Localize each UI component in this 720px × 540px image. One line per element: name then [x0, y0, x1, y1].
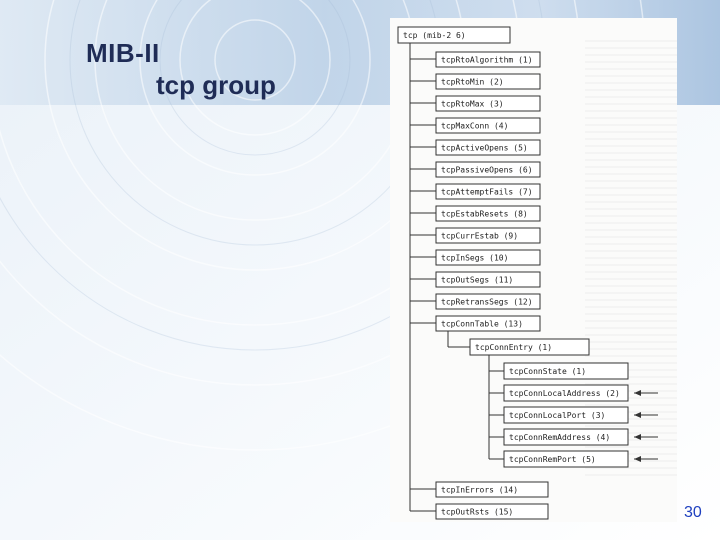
- tree-node-9-box: [435, 227, 541, 244]
- tree-node-13-box: [435, 315, 541, 332]
- tree-column-4-box: [503, 428, 629, 446]
- tree-node-5-box: [435, 139, 541, 156]
- tree-node-1-box: [435, 51, 541, 68]
- tree-node-15-box: [435, 503, 549, 520]
- tree-node-11-label: tcpOutSegs (11): [441, 276, 513, 285]
- index-arrow-head: [634, 434, 641, 440]
- tree-node-8-label: tcpEstabResets (8): [441, 210, 528, 219]
- tree-table-entry-box: [469, 338, 590, 356]
- tree-node-2-box: [435, 73, 541, 90]
- tree-node-9-label: tcpCurrEstab (9): [441, 232, 518, 241]
- tree-column-4-label: tcpConnRemAddress (4): [509, 433, 610, 442]
- tree-node-10-label: tcpInSegs (10): [441, 254, 508, 263]
- tree-node-15-label: tcpOutRsts (15): [441, 508, 513, 517]
- tree-node-2-label: tcpRtoMin (2): [441, 78, 504, 87]
- tree-node-3-box: [435, 95, 541, 112]
- tree-column-2-label: tcpConnLocalAddress (2): [509, 389, 620, 398]
- tree-node-7-label: tcpAttemptFails (7): [441, 188, 533, 197]
- tree-column-3-box: [503, 406, 629, 424]
- index-arrow-head: [634, 456, 641, 462]
- tree-table-entry-label: tcpConnEntry (1): [475, 343, 552, 352]
- tree-node-11-box: [435, 271, 541, 288]
- tree-column-2-box: [503, 384, 629, 402]
- tree-root-label: tcp (mib-2 6): [403, 31, 466, 40]
- index-arrow-head: [634, 390, 641, 396]
- tree-node-12-box: [435, 293, 541, 310]
- tree-node-4-label: tcpMaxConn (4): [441, 122, 508, 131]
- tree-node-14-label: tcpInErrors (14): [441, 486, 518, 495]
- slide-title-line1: MIB-II: [86, 38, 160, 68]
- page-number: 30: [684, 504, 702, 521]
- tree-root-box: [397, 26, 511, 44]
- tree-column-5-box: [503, 450, 629, 468]
- tree-node-6-box: [435, 161, 541, 178]
- tree-node-8-box: [435, 205, 541, 222]
- tree-node-4-box: [435, 117, 541, 134]
- tree-column-1-box: [503, 362, 629, 380]
- slide-title-line2: tcp group: [156, 70, 276, 100]
- tree-node-13-label: tcpConnTable (13): [441, 320, 523, 329]
- tree-column-3-label: tcpConnLocalPort (3): [509, 411, 605, 420]
- tree-node-10-box: [435, 249, 541, 266]
- tree-column-5-label: tcpConnRemPort (5): [509, 455, 596, 464]
- tree-column-1-label: tcpConnState (1): [509, 367, 586, 376]
- tree-node-3-label: tcpRtoMax (3): [441, 100, 504, 109]
- tree-node-1-label: tcpRtoAlgorithm (1): [441, 56, 533, 65]
- tree-node-5-label: tcpActiveOpens (5): [441, 144, 528, 153]
- tree-node-7-box: [435, 183, 541, 200]
- index-arrow-head: [634, 412, 641, 418]
- tree-node-6-label: tcpPassiveOpens (6): [441, 166, 533, 175]
- tree-node-12-label: tcpRetransSegs (12): [441, 298, 533, 307]
- tree-node-14-box: [435, 481, 549, 498]
